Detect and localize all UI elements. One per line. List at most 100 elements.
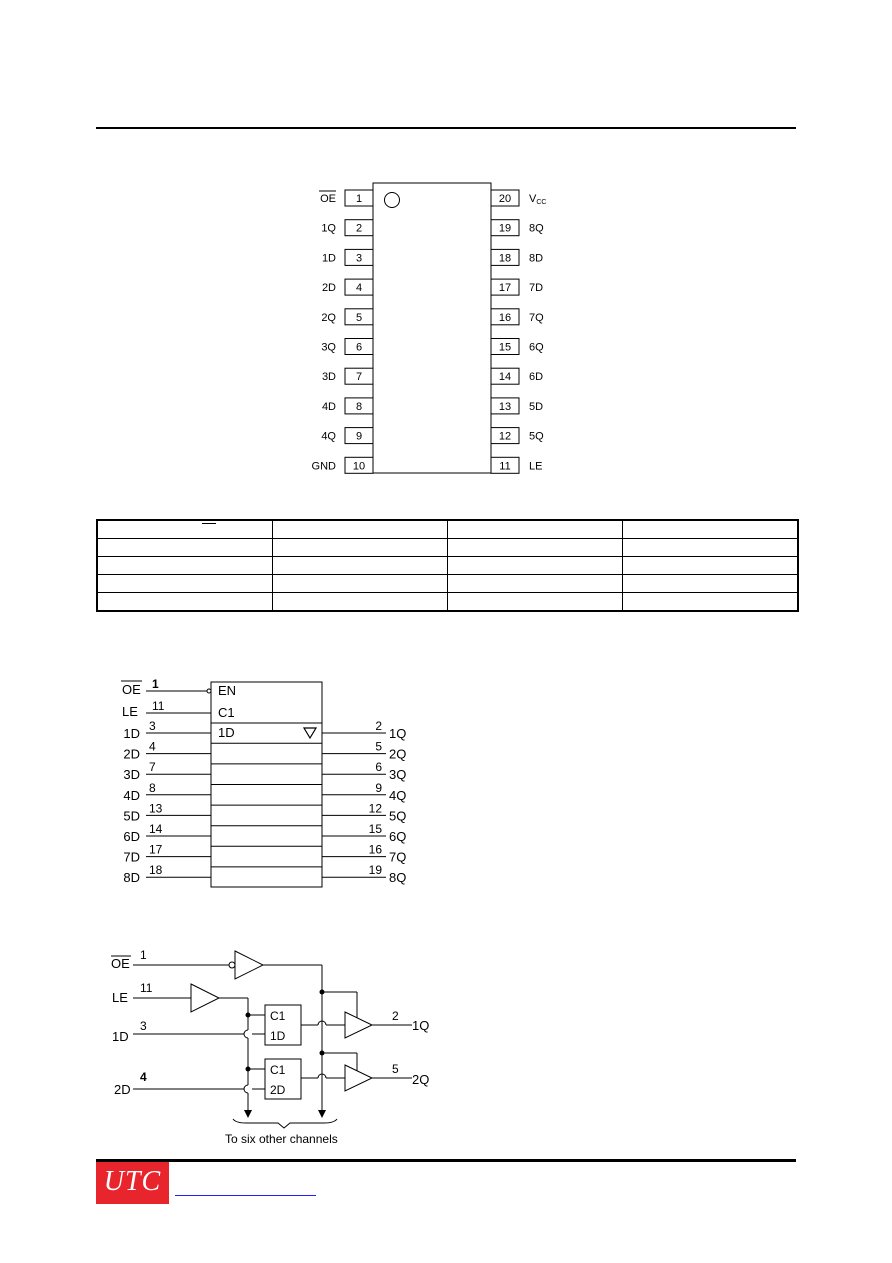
utc-logo: UTC — [96, 1162, 169, 1204]
pin-label: 4Q — [321, 431, 336, 443]
q1-label: 1Q — [412, 1018, 429, 1033]
pin-label: 8Q — [529, 223, 544, 235]
pin-box — [344, 397, 374, 415]
pin-number: 5 — [356, 312, 362, 324]
pin-label: 5Q — [529, 431, 544, 443]
pin-label: 2Q — [321, 312, 336, 324]
channels-note: To six other channels — [225, 1132, 338, 1146]
pin-box — [490, 248, 520, 266]
pin-label: 2D — [322, 282, 336, 294]
table-cell — [446, 574, 624, 593]
table-cell — [95, 519, 273, 539]
pin-number: 13 — [499, 401, 511, 413]
pin-number: 9 — [356, 431, 362, 443]
pin-number: 1 — [356, 193, 362, 205]
output-pin: 16 — [369, 843, 383, 857]
table-row — [95, 538, 800, 557]
pin-number: 4 — [356, 282, 362, 294]
output-buffer2-icon — [344, 1064, 374, 1092]
input-label: 3D — [123, 767, 140, 782]
pin-number: 6 — [356, 342, 362, 354]
le-crossover — [243, 1084, 249, 1094]
d2-pin: 4 — [140, 1070, 147, 1084]
output-label: 7Q — [389, 850, 406, 865]
pin-box — [490, 308, 520, 326]
oe-label: OE — [122, 682, 141, 697]
output-label: 3Q — [389, 767, 406, 782]
table-row — [95, 574, 800, 593]
le-label: LE — [112, 990, 128, 1005]
output-pin: 12 — [369, 801, 383, 815]
d1-label: 1D — [112, 1029, 129, 1044]
output-label: 5Q — [389, 808, 406, 823]
pin-box — [344, 338, 374, 355]
pin-number: 14 — [499, 371, 511, 383]
pin-box — [490, 219, 520, 237]
pin-box — [490, 278, 520, 296]
q1-pin: 2 — [392, 1009, 399, 1023]
pin-label: OE — [320, 193, 336, 205]
pin-number: 19 — [499, 223, 511, 235]
table-row — [95, 519, 800, 539]
top-rule — [96, 127, 796, 129]
website-link[interactable] — [175, 1194, 316, 1196]
pin-box — [344, 278, 374, 296]
input-label: 2D — [123, 747, 140, 762]
oe-inverter-bubble — [228, 961, 236, 969]
latch2-d: 2D — [270, 1083, 286, 1097]
output-buffer1-icon — [344, 1011, 374, 1039]
pin-label: 6D — [529, 371, 543, 383]
latch1-d: 1D — [270, 1029, 286, 1043]
pin-label: 5D — [529, 401, 543, 413]
pin-box — [490, 456, 520, 474]
latch2-c: C1 — [270, 1063, 286, 1077]
logo-text: UTC — [103, 1166, 162, 1197]
pin-box — [344, 456, 374, 474]
pin-box — [490, 367, 520, 385]
pin-box — [344, 189, 374, 207]
pin-box — [490, 189, 520, 207]
pin-box — [344, 308, 374, 326]
pin1-indicator — [384, 192, 400, 208]
input-pin: 14 — [149, 822, 163, 836]
pin-box — [490, 427, 520, 445]
ic-body — [372, 182, 492, 474]
pin-number: 18 — [499, 252, 511, 264]
pin-box — [344, 219, 374, 237]
output-label: 1Q — [389, 726, 406, 741]
le-crossover — [243, 1029, 249, 1039]
pin-label: 3D — [322, 371, 336, 383]
q2-label: 2Q — [412, 1072, 429, 1087]
pin-label: 1D — [322, 252, 336, 264]
overbar-mark — [202, 523, 216, 524]
input-label: 7D — [123, 850, 140, 865]
input-pin: 4 — [149, 740, 156, 754]
pin-number: 3 — [356, 252, 362, 264]
input-label: 6D — [123, 829, 140, 844]
table-row — [95, 592, 800, 612]
input-label: 8D — [123, 870, 140, 885]
pin-number: 16 — [499, 312, 511, 324]
pin-label: 7D — [529, 282, 543, 294]
arrow-down-icon — [318, 1110, 326, 1118]
pin-number: 2 — [356, 223, 362, 235]
pin-box — [344, 248, 374, 266]
le-pin: 11 — [152, 699, 165, 713]
output-pin: 19 — [369, 863, 383, 877]
le-buffer-icon — [190, 983, 221, 1013]
pin-number: 15 — [499, 342, 511, 354]
c1-label: C1 — [218, 705, 235, 720]
crossover — [317, 1073, 327, 1079]
output-label: 4Q — [389, 788, 406, 803]
input-pin: 7 — [149, 760, 156, 774]
table-cell — [622, 574, 800, 593]
pin-label: 4D — [322, 401, 336, 413]
arrow-down-icon — [244, 1110, 252, 1118]
latch1-c: C1 — [270, 1009, 286, 1023]
output-pin: 5 — [375, 740, 382, 754]
pin-label: 6Q — [529, 342, 544, 354]
pin-box — [344, 427, 374, 445]
oe-inverter-icon — [234, 950, 265, 980]
